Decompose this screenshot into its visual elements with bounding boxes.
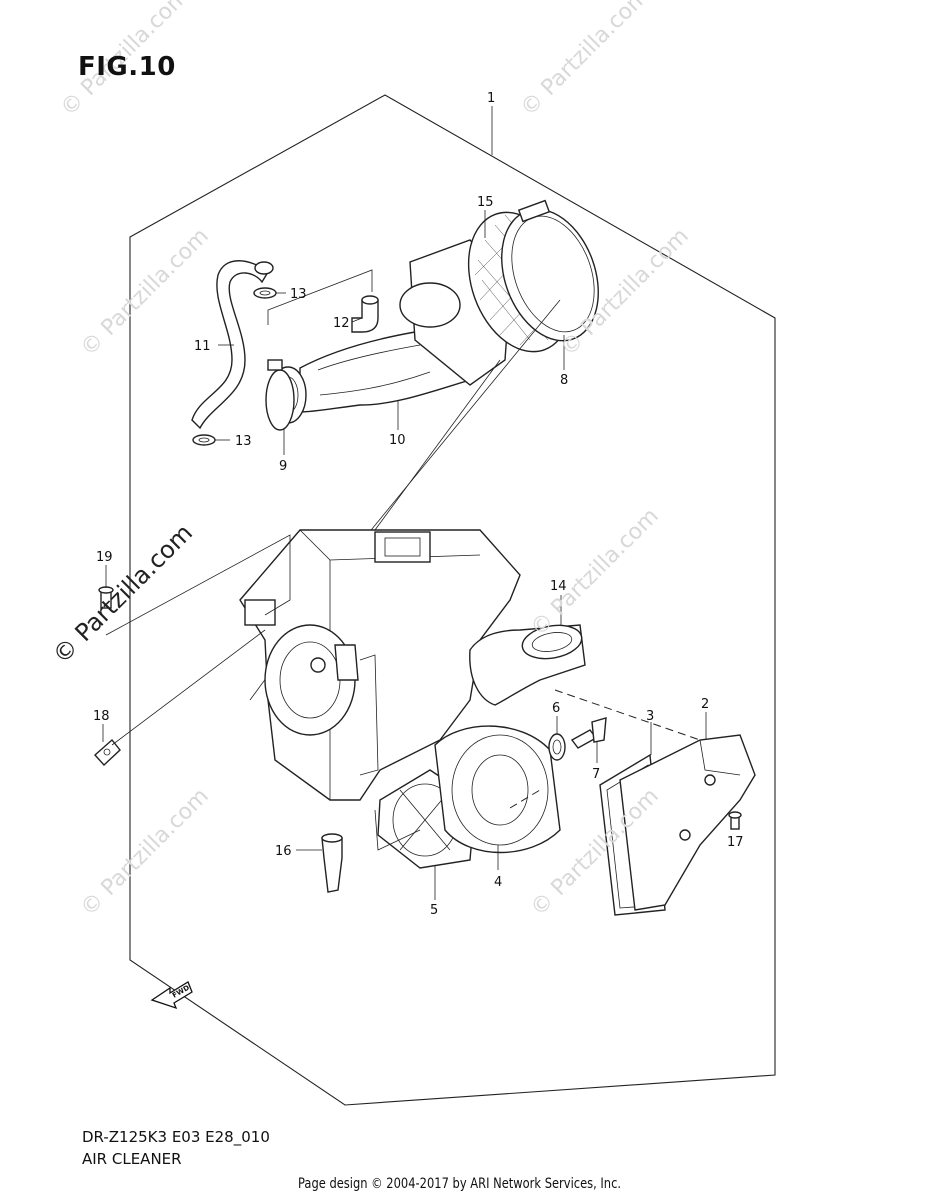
callout-leaders bbox=[102, 106, 707, 900]
callout-3: 3 bbox=[646, 709, 654, 724]
tube-clamp bbox=[265, 359, 295, 431]
mounting-bolt bbox=[98, 586, 114, 609]
callout-14: 14 bbox=[550, 579, 567, 594]
hose-clamp-lower bbox=[192, 434, 216, 446]
seal-ring bbox=[548, 733, 566, 761]
callout-7: 7 bbox=[592, 767, 600, 782]
callout-8: 8 bbox=[560, 373, 568, 388]
callout-2: 2 bbox=[701, 697, 709, 712]
air-filter-element bbox=[434, 725, 561, 854]
callout-6: 6 bbox=[552, 701, 560, 716]
breather-elbow bbox=[351, 295, 379, 333]
wing-screw bbox=[570, 717, 607, 749]
hose-clamp-upper bbox=[253, 287, 277, 299]
mounting-clip bbox=[94, 738, 121, 766]
callout-18: 18 bbox=[93, 709, 110, 724]
assembly-outline bbox=[129, 94, 776, 1106]
drain-plug bbox=[321, 833, 343, 893]
callout-13-lower: 13 bbox=[235, 434, 252, 449]
callout-4: 4 bbox=[494, 875, 502, 890]
figure-model-code: DR-Z125K3 E03 E28_010 bbox=[82, 1128, 270, 1146]
callout-15: 15 bbox=[477, 195, 494, 210]
callout-labels: 1 2 3 4 5 6 7 8 9 10 11 12 13 13 14 15 1… bbox=[93, 91, 744, 918]
forward-direction-arrow: FWD bbox=[150, 981, 193, 1010]
callout-1: 1 bbox=[487, 91, 495, 106]
figure-name: AIR CLEANER bbox=[82, 1150, 182, 1168]
page-credit: Page design © 2004-2017 by ARI Network S… bbox=[298, 1176, 622, 1192]
figure-title: FIG.10 bbox=[78, 52, 176, 82]
band-clamp bbox=[501, 199, 599, 342]
callout-5: 5 bbox=[430, 903, 438, 918]
callout-11: 11 bbox=[194, 339, 211, 354]
inlet-duct bbox=[469, 624, 586, 706]
callout-9: 9 bbox=[279, 459, 287, 474]
cover-bolt bbox=[728, 811, 742, 830]
callout-13-upper: 13 bbox=[290, 287, 307, 302]
air-cleaner-box bbox=[239, 529, 521, 801]
callout-19: 19 bbox=[96, 550, 113, 565]
callout-16: 16 bbox=[275, 844, 292, 859]
callout-17: 17 bbox=[727, 835, 744, 850]
air-cleaner-cover bbox=[619, 734, 756, 911]
callout-12: 12 bbox=[333, 316, 350, 331]
callout-10: 10 bbox=[389, 433, 406, 448]
breather-hose bbox=[191, 260, 274, 430]
